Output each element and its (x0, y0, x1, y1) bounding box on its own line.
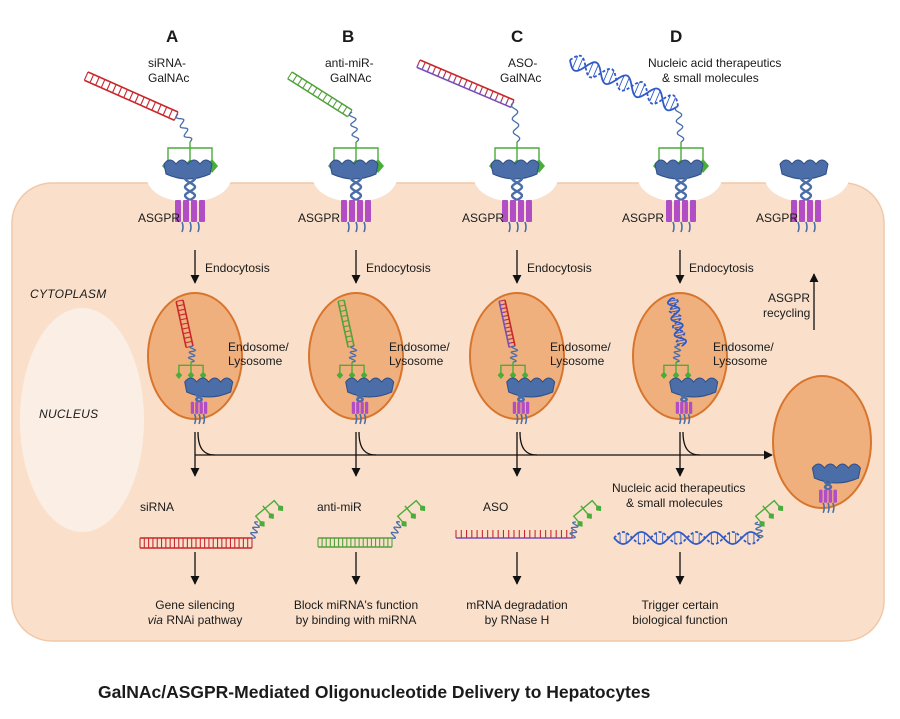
outcome-arrows (190, 552, 685, 585)
construct-label-d-1: Nucleic acid therapeutics (648, 56, 781, 70)
payload-label-c: ASO (483, 500, 508, 514)
cytoplasm-label: CYTOPLASM (30, 287, 107, 301)
outcome-b-1: Block miRNA's function (294, 598, 418, 612)
endocytosis-label-a: Endocytosis (205, 261, 270, 275)
endosome-label-c-1: Endosome/ (550, 340, 611, 354)
panel-letter-b: B (342, 27, 354, 46)
outcome-d-2: biological function (632, 613, 727, 627)
aso-galnac-strand (416, 59, 521, 143)
figure-title: GalNAc/ASGPR-Mediated Oligonucleotide De… (98, 682, 651, 702)
endocytosis-arrows (190, 250, 685, 284)
construct-label-a-2: GalNAc (148, 71, 189, 85)
outcome-c-1: mRNA degradation (466, 598, 567, 612)
endosome-label-c-2: Lysosome (550, 354, 605, 368)
released-d (613, 499, 784, 545)
panel-letter-d: D (670, 27, 682, 46)
construct-label-c-1: ASO- (508, 56, 537, 70)
asgpr-label-recycled: ASGPR (756, 211, 798, 225)
endosome-label-d-2: Lysosome (713, 354, 768, 368)
vesicle-asgpr (811, 463, 861, 514)
recycling-vesicle (772, 375, 872, 509)
outcome-a-2: via RNAi pathway (148, 613, 243, 627)
nucleus (20, 308, 144, 532)
endosome-label-d-1: Endosome/ (713, 340, 774, 354)
construct-label-b-1: anti-miR- (325, 56, 374, 70)
released-b (317, 499, 426, 548)
endosome-cargo-a (175, 299, 234, 425)
payload-label-d-1: Nucleic acid therapeutics (612, 481, 745, 495)
payload-label-a: siRNA (140, 500, 174, 514)
asgpr-galnac-complex-b (328, 142, 384, 233)
dna-helix-strand (569, 54, 685, 143)
panel-letter-c: C (511, 27, 523, 46)
asgpr-label-d: ASGPR (622, 211, 664, 225)
nucleus-label: NUCLEUS (39, 407, 98, 421)
endosome-cargo-d (660, 297, 719, 425)
endocytosis-label-c: Endocytosis (527, 261, 592, 275)
construct-label-d-2: & small molecules (662, 71, 759, 85)
released-a (139, 499, 284, 549)
endosome-cargo-c (497, 299, 556, 425)
panel-letter-a: A (166, 27, 178, 46)
payload-label-b: anti-miR (317, 500, 362, 514)
endocytosis-label-d: Endocytosis (689, 261, 754, 275)
recycling-label-2: recycling (763, 306, 810, 320)
endosome-label-b-2: Lysosome (389, 354, 444, 368)
construct-label-a-1: siRNA- (148, 56, 186, 70)
endocytosis-label-b: Endocytosis (366, 261, 431, 275)
endosome-label-a-2: Lysosome (228, 354, 283, 368)
asgpr-receptor-free (779, 159, 829, 233)
asgpr-label-c: ASGPR (462, 211, 504, 225)
recycling-label-1: ASGPR (768, 291, 810, 305)
construct-label-c-2: GalNAc (500, 71, 541, 85)
antimir-galnac-strand (287, 71, 360, 143)
outcome-d-1: Trigger certain (642, 598, 719, 612)
outcome-c-2: by RNase H (485, 613, 550, 627)
endosome-label-a-1: Endosome/ (228, 340, 289, 354)
sorting-paths (190, 431, 773, 477)
endosome-label-b-1: Endosome/ (389, 340, 450, 354)
asgpr-galnac-complex-d (653, 142, 709, 233)
asgpr-label-a: ASGPR (138, 211, 180, 225)
payload-label-d-2: & small molecules (626, 496, 723, 510)
released-c (455, 499, 602, 539)
construct-label-b-2: GalNAc (330, 71, 371, 85)
asgpr-galnac-complex-a (162, 142, 218, 233)
endosome-cargo-b (336, 299, 395, 425)
asgpr-galnac-complex-c (489, 142, 545, 233)
asgpr-label-b: ASGPR (298, 211, 340, 225)
outcome-b-2: by binding with miRNA (296, 613, 417, 627)
sirna-galnac-strand (83, 71, 193, 143)
outcome-a-1: Gene silencing (155, 598, 234, 612)
